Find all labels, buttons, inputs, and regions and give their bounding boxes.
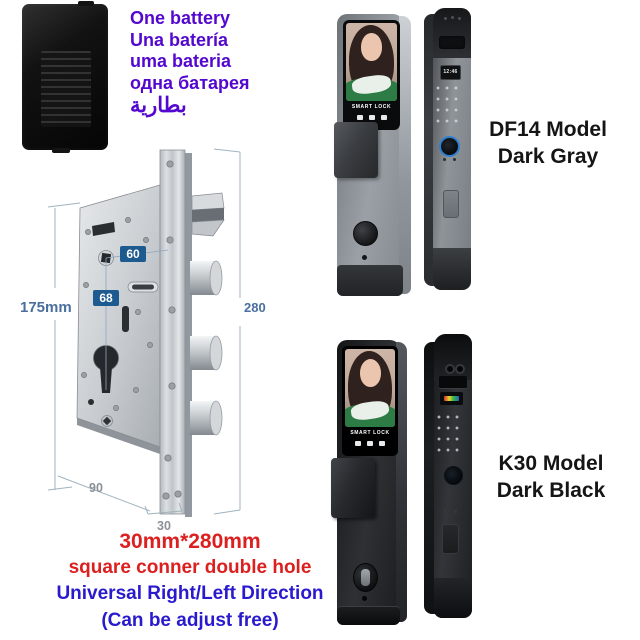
df14-front-side-edge: [399, 16, 411, 294]
battery-note: One battery Una batería uma bateria одна…: [130, 8, 280, 118]
df14-outdoor-view: 12:46: [424, 8, 474, 292]
df14-clock-display: 12:46: [440, 65, 461, 80]
k30-cover-slot: [442, 524, 459, 554]
df14-screen-menu-icons: [343, 115, 400, 120]
dimension-lines: [47, 148, 241, 515]
caption-size: 30mm*280mm: [119, 530, 261, 553]
dim-center-spacing: 68: [99, 291, 113, 305]
battery-label-sticker: [40, 50, 91, 127]
dim-backset: 60: [126, 247, 140, 261]
df14-sensor-window: [439, 36, 465, 49]
df14-model-name: DF14 Model: [489, 118, 607, 141]
k30-screen-brand: SMART LOCK: [350, 430, 390, 436]
battery-image: [22, 1, 108, 153]
k30-reset-hole: [362, 596, 367, 601]
portrait-face: [360, 33, 383, 62]
k30-screen: SMART LOCK: [342, 346, 398, 456]
k30-rgb-strip: [444, 396, 459, 401]
df14-model-finish: Dark Gray: [497, 145, 599, 168]
camera-lens-icon: [445, 364, 455, 374]
df14-bottom-cap: [337, 265, 403, 296]
battery-note-en: One battery: [130, 8, 231, 28]
faceplate: [159, 149, 192, 517]
caption-adjust: (Can be adjust free): [101, 610, 279, 631]
k30-model-name: K30 Model: [498, 452, 604, 475]
dim-center-badge: 68: [93, 290, 119, 306]
camera-lens-icon: [455, 364, 465, 374]
indicator-dot-icon: [453, 158, 456, 161]
indicator-dot-icon: [443, 158, 446, 161]
caption-hole: square conner double hole: [68, 557, 312, 578]
sensor-dot-icon: [451, 16, 454, 19]
k30-keypad: [437, 415, 464, 459]
battery-note-pt: uma bateria: [130, 51, 232, 71]
k30-handle: [331, 458, 375, 518]
k30-key-cover-slot: [361, 569, 370, 586]
screen-icon: [368, 115, 375, 120]
battery-note-ar: بطارية: [130, 94, 187, 117]
size-caption: 30mm*280mm square conner double hole Uni…: [12, 528, 368, 634]
k30-status-display: [440, 392, 463, 405]
k30-bottom-cap: [337, 606, 400, 625]
deadbolt-1: [190, 260, 223, 296]
df14-keypad: [436, 86, 463, 130]
sensor-dot-icon: [444, 17, 447, 20]
dim-faceplate-height: 280: [244, 300, 266, 315]
screen-icon: [355, 441, 361, 446]
df14-front-view: SMART LOCK: [334, 12, 413, 298]
deadbolt-2: [190, 335, 223, 371]
mortise-case: [76, 184, 161, 454]
caption-direction: Universal Right/Left Direction: [56, 583, 324, 604]
k30-screen-photo: [345, 349, 395, 427]
indicator-dot-icon: [454, 510, 457, 513]
k30-fingerprint-icon: [444, 466, 463, 485]
df14-reset-hole: [362, 255, 367, 260]
df14-thumb-turn-knob: [353, 221, 378, 246]
df14-screen: SMART LOCK: [343, 20, 400, 130]
dim-body-depth: 90: [89, 481, 103, 495]
screen-icon: [380, 115, 387, 120]
battery-note-ru: одна батарея: [130, 72, 250, 93]
k30-front-side-edge: [396, 342, 407, 622]
deadbolt-3: [190, 400, 223, 436]
k30-front-view: SMART LOCK: [331, 338, 411, 626]
df14-handle: [334, 122, 378, 178]
df14-screen-photo: [346, 23, 397, 101]
k30-camera-panel: [434, 334, 472, 380]
screen-icon: [356, 115, 363, 120]
indicator-dot-icon: [444, 510, 447, 513]
df14-screen-brand: SMART LOCK: [351, 104, 392, 110]
df14-cover-slot: [443, 190, 459, 218]
sensor-dot-icon: [458, 17, 461, 20]
k30-model-label: K30 Model Dark Black: [486, 450, 616, 504]
screen-icon: [379, 441, 385, 446]
portrait-face: [359, 359, 381, 388]
k30-thumb-turn-knob: [353, 563, 378, 592]
df14-model-label: DF14 Model Dark Gray: [483, 116, 613, 170]
mortise-lock-diagram: 175mm 280 90 30 60 68: [20, 148, 266, 533]
battery-note-es: Una batería: [130, 29, 229, 50]
df14-camera-fingerprint-icon: [439, 136, 460, 157]
dim-backset-badge: 60: [120, 246, 146, 262]
k30-outdoor-bottom: [434, 578, 472, 618]
k30-sensor-window: [439, 376, 467, 389]
screen-icon: [367, 441, 373, 446]
df14-camera-panel: [433, 8, 471, 58]
k30-outdoor-view: [424, 334, 476, 622]
df14-outdoor-bottom: [433, 248, 471, 290]
dim-faceplate-width: 30: [157, 519, 171, 533]
k30-model-finish: Dark Black: [496, 479, 606, 502]
k30-screen-menu-icons: [342, 441, 398, 446]
dim-total-height: 175mm: [20, 299, 72, 316]
latch-bolt: [191, 192, 225, 237]
